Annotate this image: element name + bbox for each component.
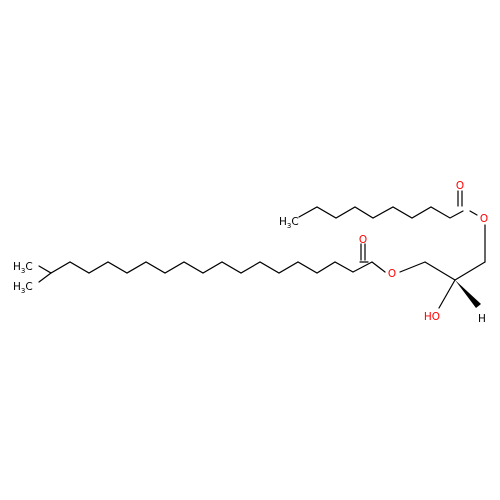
oxygen-atom-carbonyl-bottom: O (359, 234, 367, 246)
methyl-label-branch-a: H3C (13, 261, 33, 275)
oxygen-atom-carbonyl-top: O (456, 180, 464, 192)
svg-text:O: O (359, 234, 367, 246)
hydroxyl-label: HO (424, 311, 440, 323)
svg-text:O: O (456, 180, 464, 192)
glycerol-backbone-bonds (399, 261, 486, 309)
svg-text:H: H (478, 313, 486, 325)
isopentadecanoyl-chain-bonds (38, 243, 386, 283)
octanoyl-chain-bonds (298, 190, 486, 263)
svg-text:H3C: H3C (279, 216, 299, 230)
oxygen-atom-ester-top: O (480, 213, 488, 225)
svg-text:H3C: H3C (13, 261, 33, 275)
methyl-label-top: H3C (279, 216, 299, 230)
methyl-label-branch-b: H3C (13, 281, 33, 295)
oxygen-atom-ester-bottom: O (388, 268, 396, 280)
svg-text:O: O (388, 268, 396, 280)
svg-text:O: O (480, 213, 488, 225)
svg-text:HO: HO (424, 311, 440, 323)
svg-text:H3C: H3C (13, 281, 33, 295)
stereo-wedge-bond (455, 280, 481, 308)
hydrogen-atom-label: H (478, 313, 486, 325)
